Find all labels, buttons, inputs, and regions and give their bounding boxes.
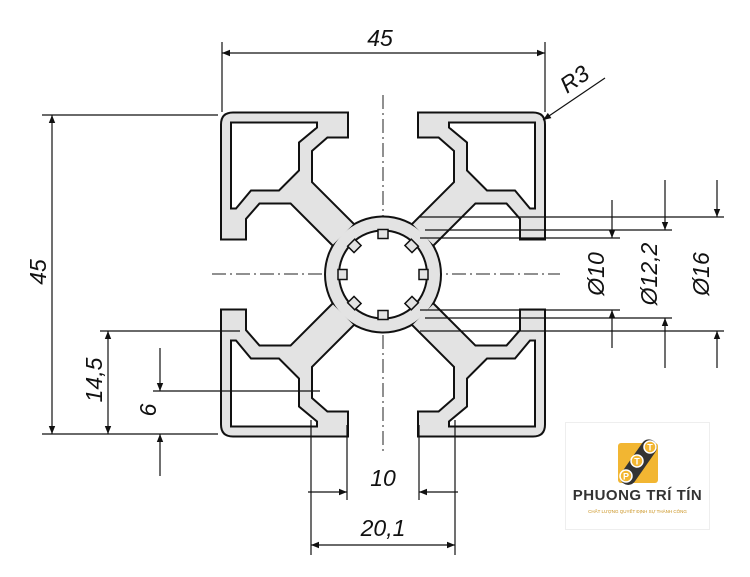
svg-text:20,1: 20,1	[360, 515, 406, 541]
company-logo: P T T PHUONG TRÍ TÍN CHẤT LƯỢNG QUYẾT ĐỊ…	[565, 422, 710, 530]
svg-text:45: 45	[25, 259, 51, 285]
dim-height: 45	[25, 114, 218, 435]
dim-slot-opening: 10	[308, 425, 458, 500]
svg-text:Ø16: Ø16	[688, 252, 714, 297]
company-name: PHUONG TRÍ TÍN	[572, 487, 703, 504]
svg-text:Ø10: Ø10	[583, 252, 609, 297]
dim-slot-inner: 20,1	[310, 420, 456, 555]
svg-text:T: T	[647, 443, 653, 453]
dim-bores: Ø10 Ø12,2 Ø16	[420, 180, 724, 368]
svg-text:T: T	[634, 457, 640, 467]
dim-slot-offset: 14,5	[81, 330, 240, 434]
company-slogan: CHẤT LƯỢNG QUYẾT ĐỊNH SỰ THÀNH CÔNG	[588, 509, 687, 514]
svg-text:Ø12,2: Ø12,2	[636, 242, 662, 306]
svg-text:R3: R3	[555, 60, 594, 98]
svg-text:14,5: 14,5	[81, 357, 107, 402]
svg-text:10: 10	[370, 465, 396, 491]
svg-text:6: 6	[135, 403, 161, 416]
dim-radius: R3	[542, 60, 606, 121]
dim-width: 45	[221, 25, 546, 112]
dim-slot-small: 6	[135, 348, 320, 476]
svg-text:P: P	[623, 472, 629, 482]
aluminium-profile	[220, 111, 546, 438]
logo-mark: P T T	[618, 439, 658, 485]
bore-splines	[337, 228, 429, 321]
svg-text:45: 45	[367, 25, 393, 51]
